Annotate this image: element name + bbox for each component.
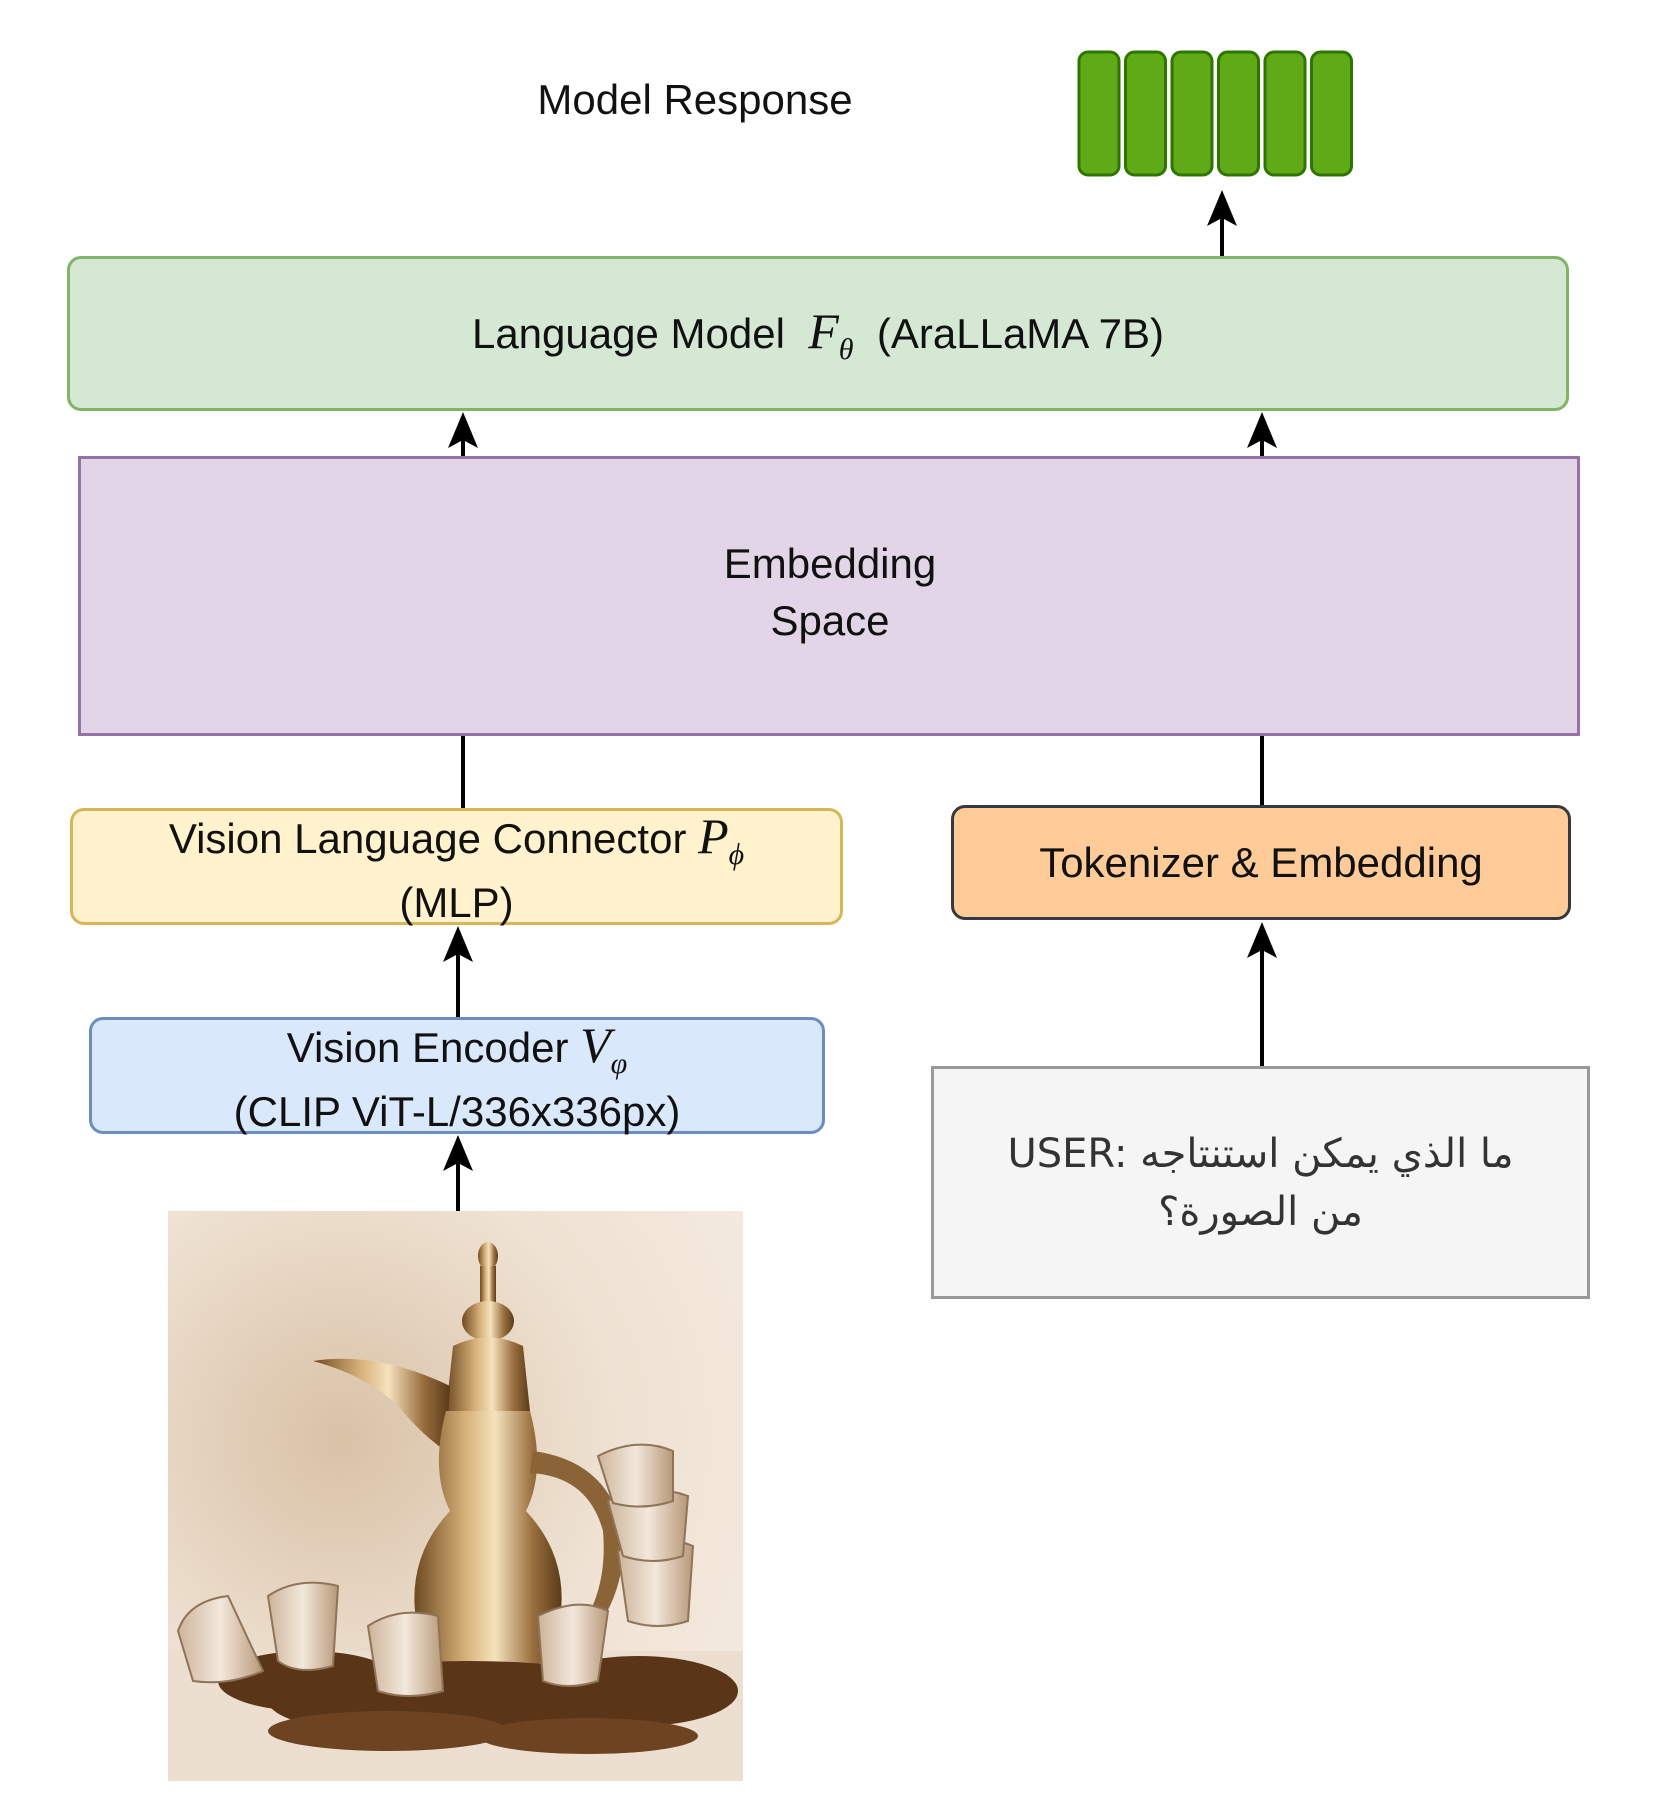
arrowhead-user-to-tokenizer <box>1247 922 1277 958</box>
connector-symbol: Pϕ <box>698 807 745 871</box>
vision-encoder-title: Vision Encoder Vφ <box>286 1016 628 1080</box>
model-response-title: Model Response <box>537 76 853 123</box>
embedding-space-label: Embedding Space <box>723 540 937 644</box>
response-token-4 <box>1217 50 1260 177</box>
connector-title: Vision Language Connector Pϕ <box>168 807 745 871</box>
user-prompt-box: USER: ما الذي يمكن استنتاجه من الصورة؟ <box>931 1066 1590 1299</box>
response-token-5 <box>1263 50 1307 177</box>
tokenizer-label: Tokenizer & Embedding <box>1039 838 1483 886</box>
arrowhead-encoder-to-connector <box>443 926 473 962</box>
response-token-group <box>1077 50 1353 177</box>
vision-language-connector-box: Vision Language Connector Pϕ (MLP) <box>70 808 843 926</box>
language-model-box: Language Model Fθ (AraLLaMA 7B) <box>67 256 1569 411</box>
response-token-6 <box>1310 50 1353 177</box>
arrowhead-text-tokens-to-lm <box>1247 412 1277 448</box>
user-prompt-line-1: USER: ما الذي يمكن استنتاجه <box>1007 1130 1514 1177</box>
vision-encoder-box: Vision Encoder Vφ (CLIP ViT-L/336x336px) <box>89 1017 825 1135</box>
language-model-symbol: Fθ <box>808 302 854 366</box>
arrowhead-lm-to-response <box>1207 190 1237 226</box>
vision-encoder-subtitle: (CLIP ViT-L/336x336px) <box>233 1087 681 1135</box>
response-token-1 <box>1077 50 1121 177</box>
arrowhead-vision-tokens-to-lm <box>448 412 478 448</box>
pot <box>313 1242 624 1689</box>
embedding-space-box <box>78 456 1580 736</box>
vision-encoder-symbol: Vφ <box>580 1016 628 1080</box>
cups <box>176 1443 695 1697</box>
input-image <box>168 1211 743 1781</box>
coffee-pot-illustration <box>168 1211 743 1781</box>
connector-subtitle: (MLP) <box>399 878 514 926</box>
user-prompt-line-2: من الصورة؟ <box>1158 1188 1363 1235</box>
arrowhead-image-to-encoder <box>443 1135 473 1171</box>
tokenizer-embedding-box: Tokenizer & Embedding <box>951 805 1571 920</box>
language-model-label: Language Model Fθ (AraLLaMA 7B) <box>471 302 1165 366</box>
response-token-3 <box>1170 50 1214 177</box>
response-token-2 <box>1124 50 1167 177</box>
